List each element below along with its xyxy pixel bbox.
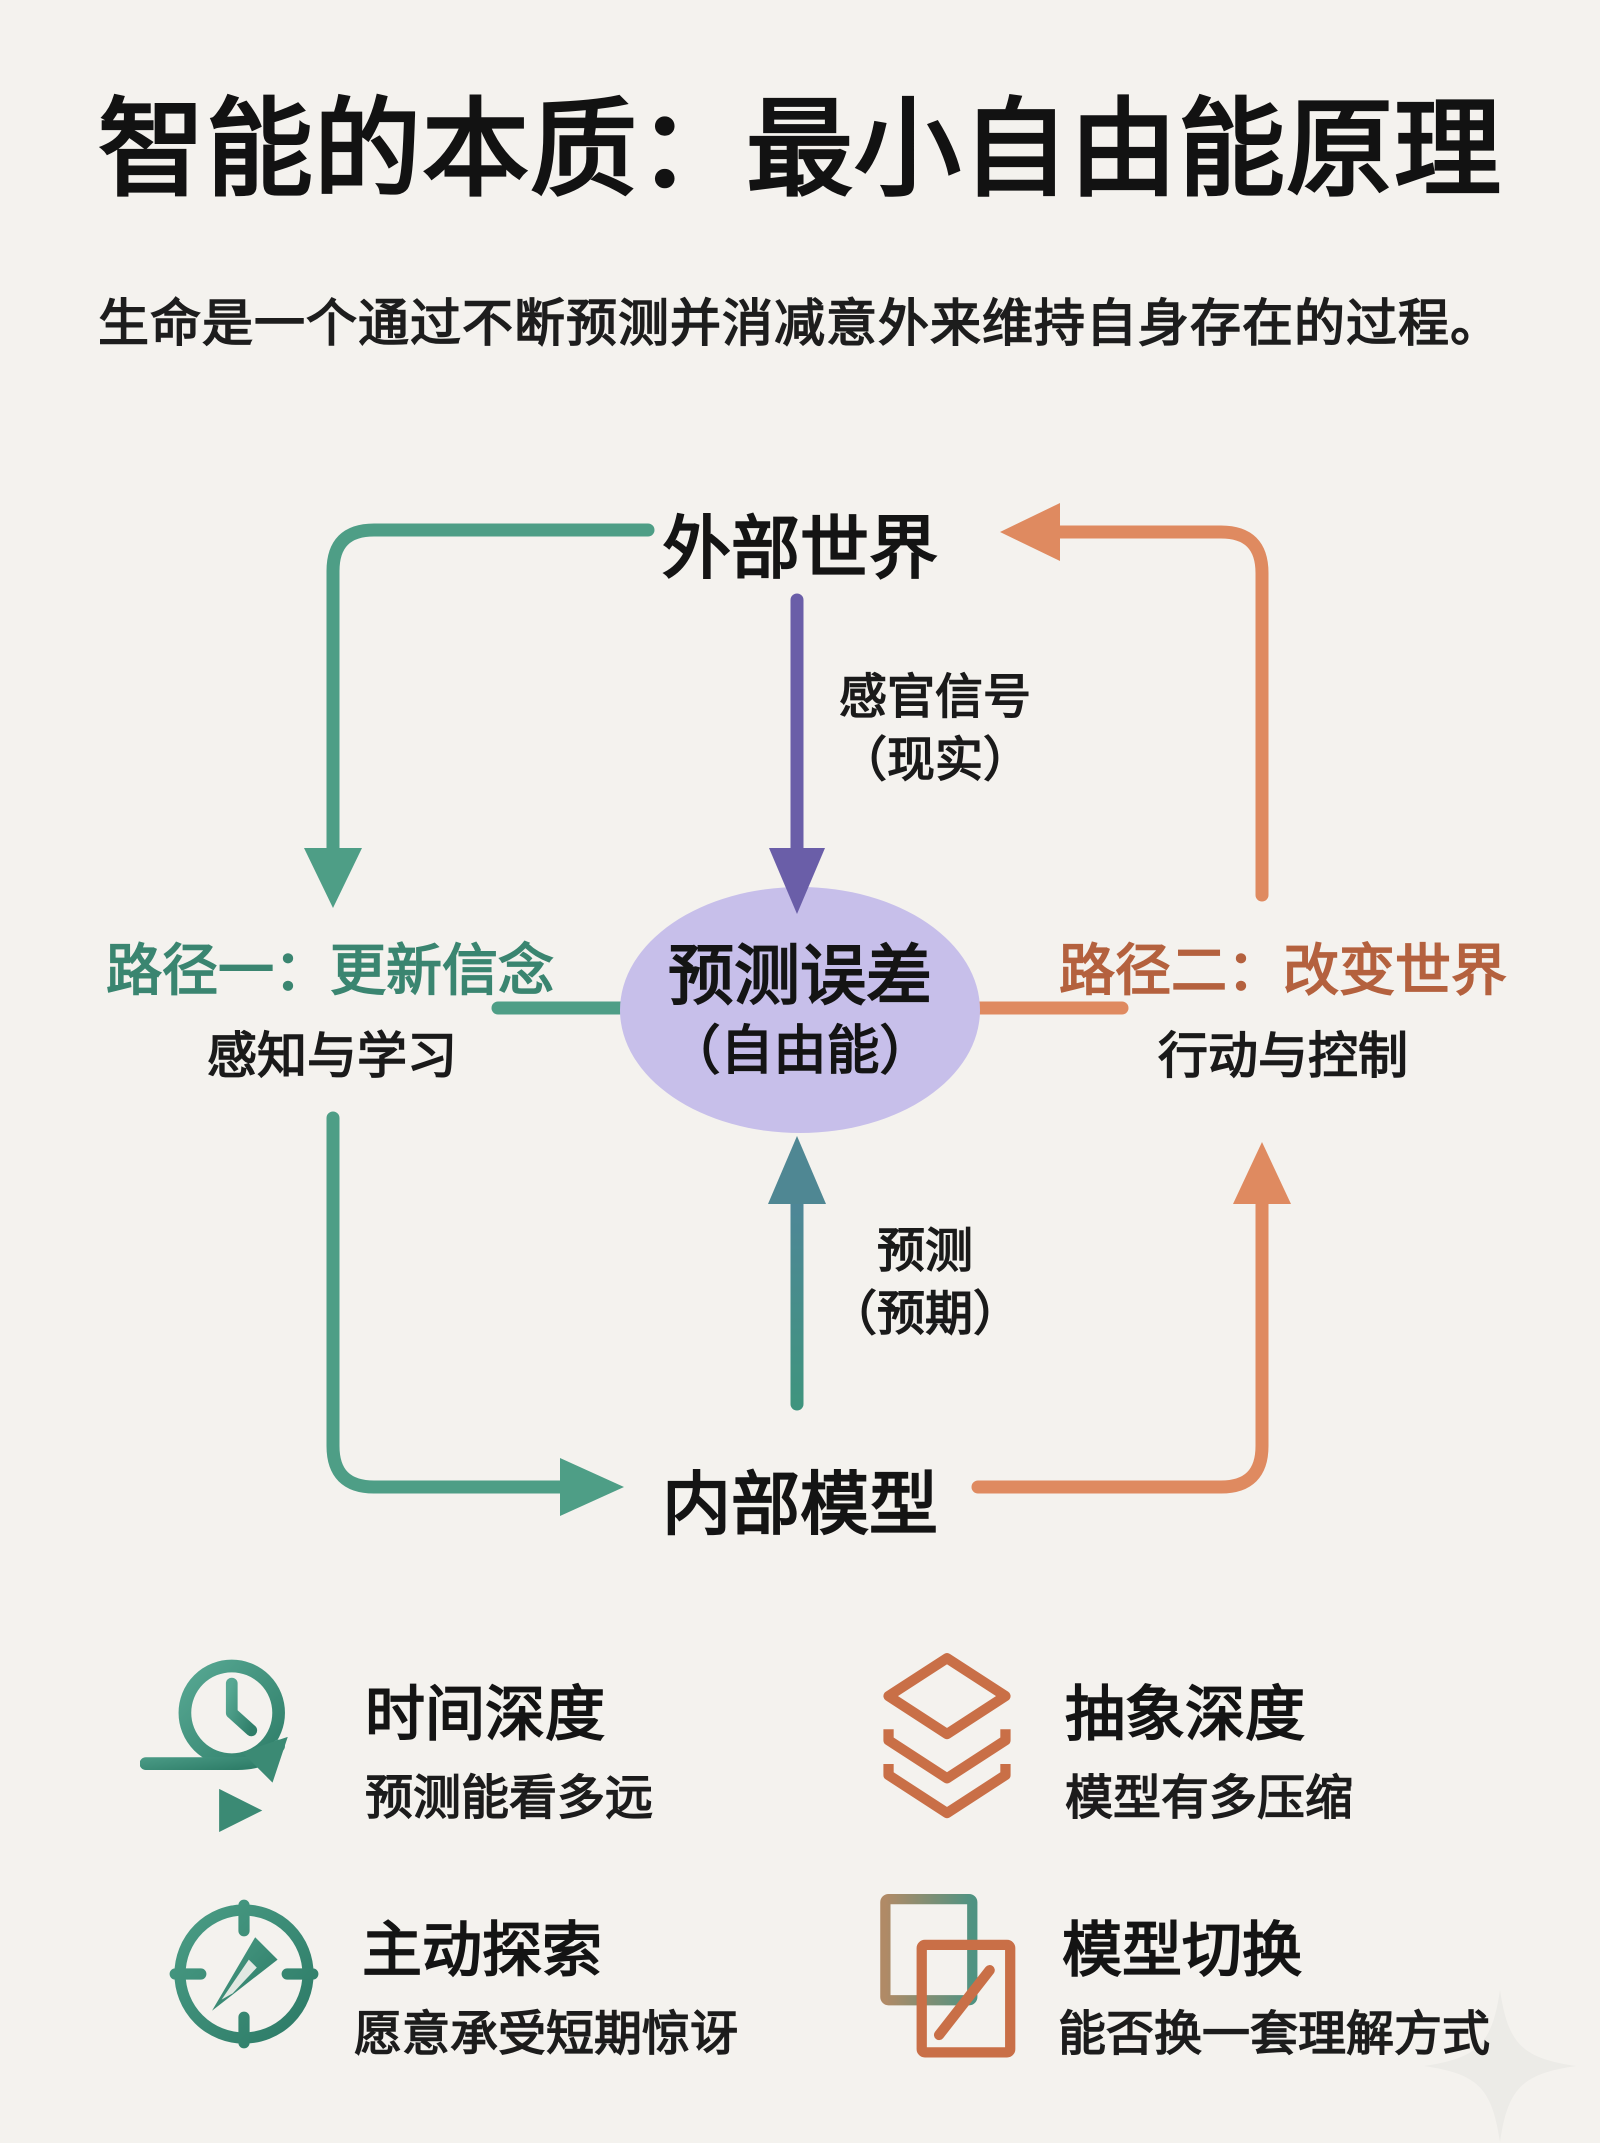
legend-subtitle-model-switching: 能否换一套理解方式	[1058, 2008, 1491, 2061]
legend-subtitle-time-depth: 预测能看多远	[365, 1772, 654, 1825]
clock-arrow-icon	[140, 1659, 288, 1833]
frames-icon	[880, 1893, 1016, 2058]
orange-action-path	[961, 525, 1269, 1494]
prediction-label: 预测 （预期）	[829, 1220, 1021, 1347]
page-subtitle: 生命是一个通过不断预测并消减意外来维持自身存在的过程。	[97, 295, 1503, 352]
node-external-world: 外部世界	[662, 510, 938, 587]
legend-title-model-switching: 模型切换	[1062, 1917, 1302, 1984]
sensory-signal-line1: 感官信号	[838, 671, 1032, 724]
legend-title-abstraction-depth: 抽象深度	[1065, 1681, 1305, 1748]
free-energy-label: （自由能）	[667, 1021, 933, 1081]
sparkle-watermark	[1424, 1990, 1576, 2142]
sensory-signal-line2: （现实）	[838, 734, 1032, 788]
path-two-subtitle: 行动与控制	[1158, 1028, 1408, 1084]
path-two-title: 路径二：改变世界	[1059, 939, 1507, 1002]
legend-title-active-exploration: 主动探索	[362, 1917, 602, 1984]
page-title: 智能的本质：最小自由能原理	[97, 89, 1503, 209]
green-belief-path	[326, 523, 672, 1494]
node-internal-model: 内部模型	[662, 1466, 938, 1543]
prediction-error-label: 预测误差	[668, 938, 932, 1013]
node-prediction-error: 预测误差 （自由能）	[668, 943, 933, 1078]
path-one-title: 路径一：更新信念	[106, 939, 554, 1002]
legend-title-time-depth: 时间深度	[365, 1681, 605, 1748]
free-energy-ellipse	[620, 887, 980, 1133]
sensory-signal-label: 感官信号 （现实）	[839, 666, 1031, 793]
arrowheads	[304, 503, 1291, 1516]
layers-icon	[883, 1653, 1011, 1819]
path-one-subtitle: 感知与学习	[207, 1028, 457, 1084]
prediction-line1: 预测	[876, 1225, 974, 1278]
compass-icon	[169, 1899, 319, 2049]
legend-subtitle-abstraction-depth: 模型有多压缩	[1065, 1772, 1354, 1825]
legend-subtitle-active-exploration: 愿意承受短期惊讶	[354, 2008, 739, 2061]
prediction-line2: （预期）	[828, 1288, 1022, 1342]
